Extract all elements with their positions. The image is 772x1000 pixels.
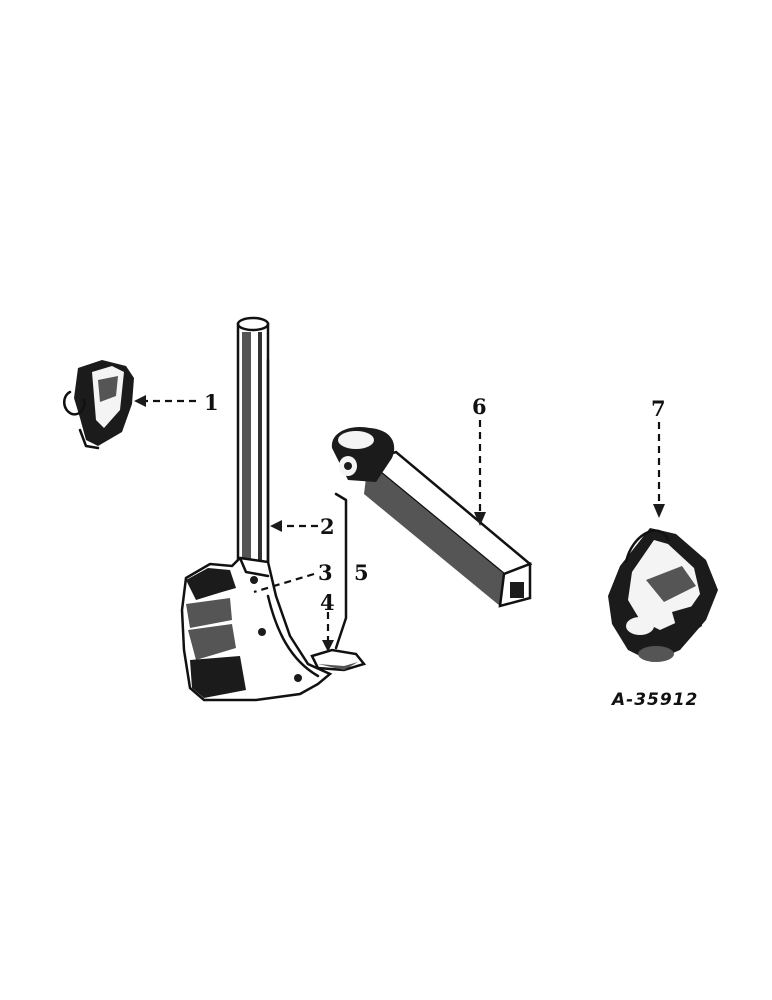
part-4-point [310,648,367,672]
callout-6: 6 [472,394,487,419]
part-2-standard-tube [236,316,270,574]
part-1-clamp [63,360,134,450]
leader-line-3 [253,572,315,594]
part-6-square-shank [331,426,533,608]
arrowhead-1 [134,395,146,407]
arrowhead-6 [474,512,486,526]
callout-1: 1 [204,390,219,415]
figure-number: A-35912 [610,690,698,710]
bracket-5 [334,492,348,650]
arrowhead-2 [270,520,282,532]
arrowhead-4 [322,640,334,652]
callout-4: 4 [320,590,335,615]
arrowhead-7 [653,504,665,518]
leader-lines [134,395,665,652]
part-3-shovel-casting [180,556,333,702]
callout-3: 3 [318,560,333,585]
part-7-clamp-assembly [608,528,718,662]
callout-2: 2 [320,514,335,539]
callout-7: 7 [651,396,666,421]
callout-5: 5 [354,560,369,585]
